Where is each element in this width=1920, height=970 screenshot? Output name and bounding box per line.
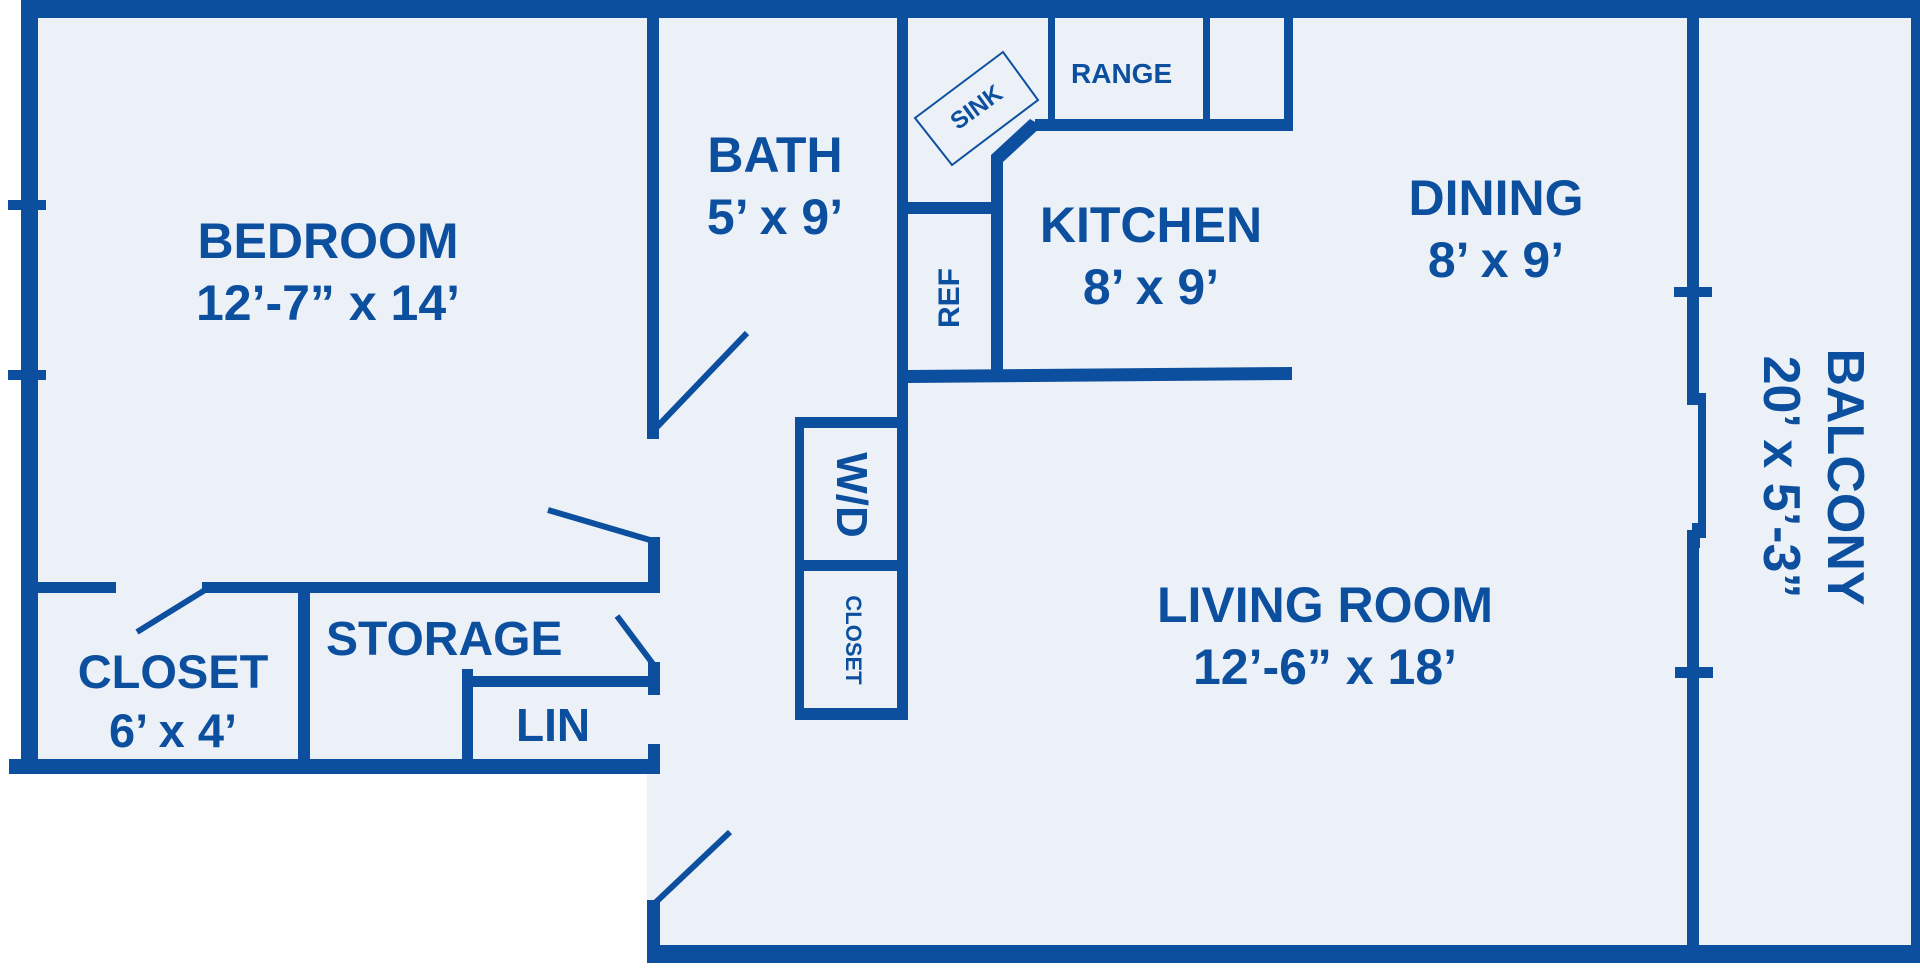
walls [8,0,1920,963]
dining-name: DINING [1408,170,1584,226]
washer-dryer-label: W/D [827,452,876,538]
bedroom-bottom-wall [202,582,660,593]
sink-outline [913,50,1040,167]
slider-panel [1698,393,1706,538]
counter-bottom-wall [1035,119,1293,131]
linen-top-wall [462,676,660,687]
dining-dims: 8’ x 9’ [1427,232,1565,288]
bath-label: BATH 5’ x 9’ [707,130,843,242]
counter-diagonal [991,119,1042,162]
closet-door [135,587,207,635]
bedroom-door [547,507,651,543]
bedroom-door-stub [648,537,660,593]
balcony-name: BALCONY [1816,348,1874,606]
balcony-tick [1675,667,1713,678]
wd-bottom-wall [795,708,908,720]
living-room-name: LIVING ROOM [1156,577,1494,633]
bath-door [653,330,750,431]
bedroom-name: BEDROOM [197,213,459,269]
window-tick [8,200,46,210]
wd-closet-right-wall [897,383,908,720]
entry-door [652,829,733,906]
closet-name: CLOSET [77,645,269,698]
window-tick [8,370,46,380]
bath-kitchen-wall [897,0,908,383]
kitchen-name: KITCHEN [1039,197,1263,253]
range-left-wall [1048,18,1055,131]
top-wall [21,0,1920,18]
ref-label: REF [933,268,966,328]
balcony-wall-upper [1687,18,1699,405]
bath-left-wall [647,0,659,439]
storage-label: STORAGE [326,613,563,666]
closet-stub-wall [38,582,116,593]
bottom-wall [647,945,1920,963]
storage-door [614,614,656,666]
doors [135,330,750,906]
storage-door-stub [648,662,660,695]
right-wall [1911,0,1920,963]
hall-closet-label: CLOSET [841,595,866,685]
linen-left-wall [462,669,473,761]
balcony-tick [1674,287,1712,297]
bath-dims: 5’ x 9’ [706,189,844,245]
wd-top-wall [795,417,908,428]
range-right-wall [1284,18,1293,131]
kitchen-label: KITCHEN 8’ x 9’ [1040,200,1262,312]
left-wall [21,0,38,774]
wd-divider [795,560,908,571]
kitchen-dims: 8’ x 9’ [1082,259,1220,315]
kitchen-bottom-wall [908,367,1292,383]
kitchen-left-wall [991,158,1003,378]
bedroom-label: BEDROOM 12’-7” x 14’ [196,216,460,328]
linen-door-stub [648,744,660,774]
dining-label: DINING 8’ x 9’ [1409,173,1584,285]
closet-label: CLOSET 6’ x 4’ [78,648,269,754]
balcony-wall-lower [1687,530,1699,963]
bath-name: BATH [707,127,843,183]
living-room-dims: 12’-6” x 18’ [1192,639,1458,695]
range-label: RANGE [1071,58,1173,89]
closet-dims: 6’ x 4’ [108,704,238,757]
balcony-dims: 20’ x 5’-3” [1752,355,1810,599]
range-divider [1203,18,1210,123]
closet-storage-divider [298,593,310,763]
floor-fill [21,0,1920,962]
living-room-label: LIVING ROOM 12’-6” x 18’ [1157,580,1493,692]
bedroom-dims: 12’-7” x 14’ [195,275,461,331]
bottom-left-wall [9,759,660,774]
linen-label: LIN [516,699,591,751]
ref-top-wall [908,202,991,214]
